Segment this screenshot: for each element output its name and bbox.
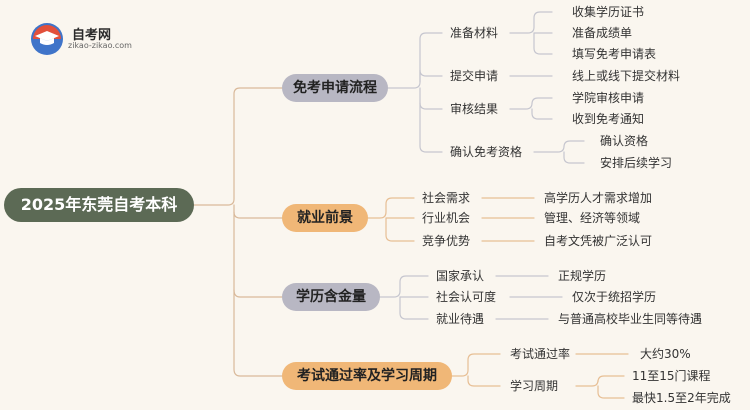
logo-title: 自考网 [72, 28, 112, 43]
item-talent-demand: 高学历人才需求增加 [544, 191, 653, 205]
item-course-count: 11至15门课程 [632, 369, 711, 383]
root-links [193, 87, 283, 377]
item-confirm-qualification: 确认资格 [600, 134, 649, 148]
item-collect-certificate: 收集学历证书 [572, 5, 645, 19]
topic-confirm-qualification: 确认免考资格 [450, 145, 523, 159]
graduation-cap-icon [31, 23, 63, 55]
branch-exam-exemption-process: 免考申请流程 [282, 74, 388, 102]
item-college-review: 学院审核申请 [572, 91, 645, 105]
topic-prepare-materials: 准备材料 [450, 26, 499, 40]
item-formal-degree: 正规学历 [558, 269, 607, 283]
root-node: 2025年东莞自考本科 [4, 188, 194, 222]
item-submit-online-offline: 线上或线下提交材料 [572, 69, 681, 83]
item-management-economics: 管理、经济等领域 [544, 211, 641, 225]
topic-pass-rate: 考试通过率 [510, 347, 571, 361]
branch-degree-value: 学历含金量 [282, 283, 380, 311]
logo-subtitle: zikao-zikao.com [68, 41, 132, 50]
item-arrange-study: 安排后续学习 [600, 156, 673, 170]
topic-competitive-advantage: 竞争优势 [422, 234, 471, 248]
branch-1-links [387, 11, 585, 164]
topic-study-duration: 学习周期 [510, 379, 559, 393]
item-receive-notice: 收到免考通知 [572, 112, 645, 126]
item-diploma-recognized: 自考文凭被广泛认可 [544, 234, 653, 248]
branch-2-links [367, 197, 535, 242]
topic-submit-application: 提交申请 [450, 69, 499, 83]
item-about-30-percent: 大约30% [640, 347, 691, 361]
item-second-to-unified: 仅次于统招学历 [572, 290, 657, 304]
topic-national-recognition: 国家承认 [436, 269, 485, 283]
topic-review-result: 审核结果 [450, 102, 499, 116]
item-fastest-completion: 最快1.5至2年完成 [632, 391, 731, 405]
branch-employment-prospects: 就业前景 [282, 204, 368, 232]
topic-social-demand: 社会需求 [422, 191, 471, 205]
item-equal-treatment: 与普通高校毕业生同等待遇 [558, 312, 703, 326]
topic-industry-opportunity: 行业机会 [422, 211, 471, 225]
item-fill-application: 填写免考申请表 [572, 47, 657, 61]
topic-social-recognition: 社会认可度 [436, 290, 497, 304]
branch-3-links [379, 275, 563, 320]
branch-pass-rate-and-duration: 考试通过率及学习周期 [282, 362, 452, 390]
topic-employment-treatment: 就业待遇 [436, 312, 485, 326]
branch-4-links [451, 353, 629, 399]
item-prepare-transcript: 准备成绩单 [572, 26, 633, 40]
